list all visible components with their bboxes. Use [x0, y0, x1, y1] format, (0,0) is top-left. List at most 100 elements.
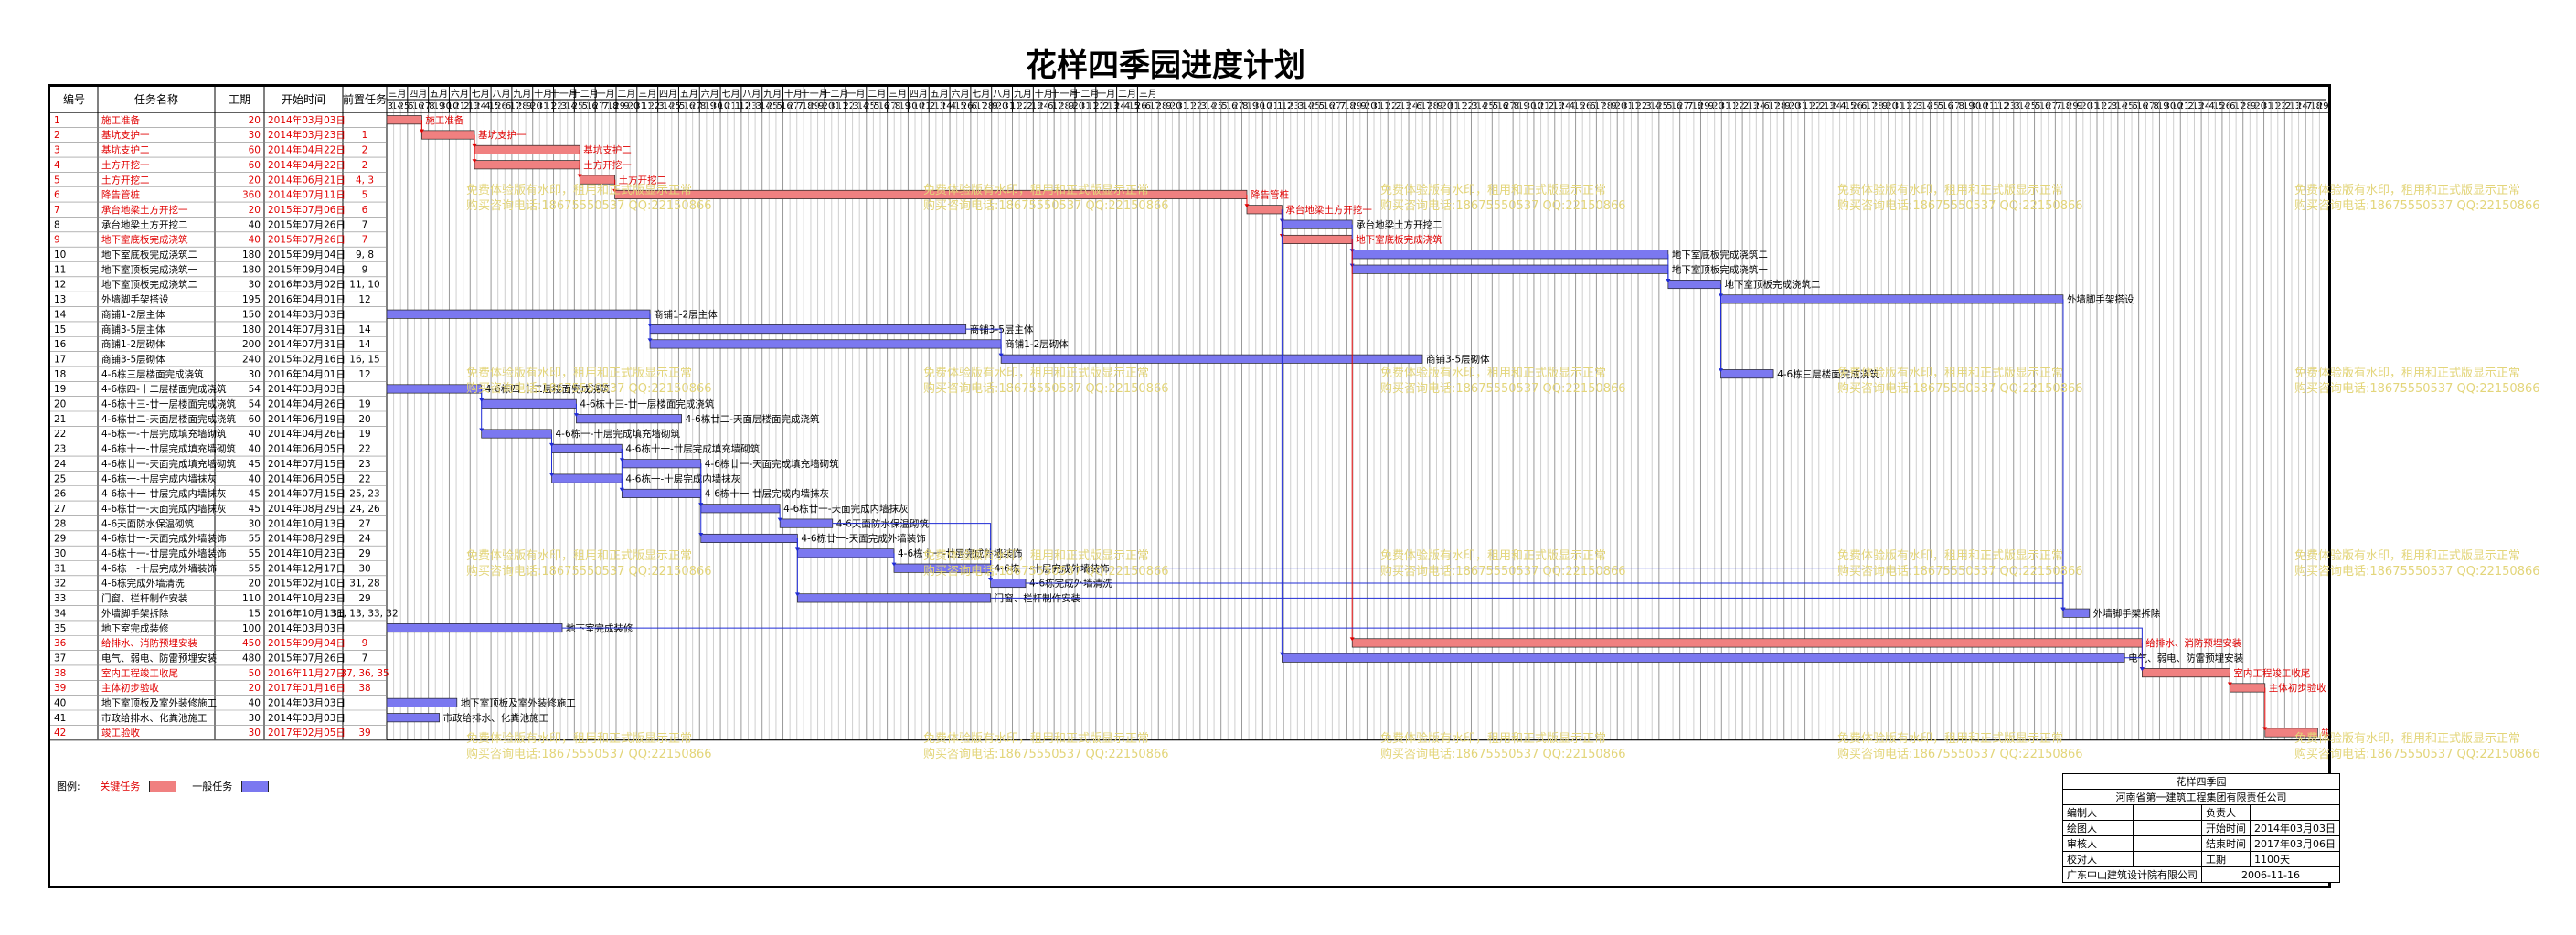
task-duration: 180	[242, 264, 261, 275]
timescale-day: 10	[447, 101, 459, 112]
task-predecessors: 6	[362, 205, 368, 216]
task-bar-label: 4-6栋廿一-天面完成内墙抹灰	[783, 503, 908, 515]
task-id: 40	[54, 698, 66, 709]
legend-label: 图例:	[57, 781, 80, 792]
timescale-day: 2	[1549, 101, 1554, 112]
timescale-day: 28	[1427, 101, 1439, 112]
task-bar-label: 4-6栋十一-廿层完成外墙装饰	[898, 547, 1022, 559]
task-name: 降告管桩	[101, 189, 140, 201]
timescale-day: 31	[1448, 101, 1460, 112]
task-predecessors: 9, 8	[356, 250, 374, 260]
timescale-day: 27	[419, 101, 431, 112]
timescale-day: 30	[711, 101, 723, 112]
timescale-day: 9	[1784, 101, 1790, 112]
timescale-day: 25	[1928, 101, 1940, 112]
task-predecessors: 14	[358, 339, 371, 350]
timescale-day: 16	[781, 101, 793, 112]
timescale-day: 24	[1754, 101, 1766, 112]
timescale-day: 11	[1803, 101, 1815, 112]
timescale-day: 25	[2123, 101, 2134, 112]
task-name: 4-6栋廿一-天面完成填充墙砌筑	[101, 458, 236, 470]
task-bar-label: 基坑支护一	[478, 129, 527, 141]
task-name: 4-6栋三层楼面完成浇筑	[101, 368, 204, 380]
task-name: 4-6栋十一-廿层完成内墙抹灰	[101, 488, 226, 500]
task-bar	[1720, 294, 2064, 304]
timescale-day: 10	[912, 101, 924, 112]
task-predecessors: 12	[358, 294, 370, 305]
dependency-arrow	[777, 517, 782, 522]
task-name: 商铺3-5层砌体	[101, 353, 165, 365]
timescale-day: 9	[623, 101, 629, 112]
timescale-day: 3	[561, 101, 567, 112]
task-start: 2016年10月13日	[268, 607, 346, 619]
task-start: 2014年04月26日	[268, 428, 346, 440]
title-block-footer-company: 广东中山建筑设计院有限公司	[2062, 866, 2202, 883]
task-duration: 40	[249, 219, 261, 230]
task-start: 2014年04月22日	[268, 159, 346, 171]
timescale-day: 13	[1031, 101, 1043, 112]
timescale-day: 2	[930, 101, 935, 112]
task-predecessors: 16, 15	[349, 354, 379, 365]
timescale-day: 20	[1072, 101, 1084, 112]
task-start: 2016年03月02日	[268, 279, 346, 291]
timescale-day: 15	[1128, 101, 1140, 112]
task-name: 商铺3-5层主体	[101, 324, 165, 335]
task-predecessors: 4, 3	[356, 175, 374, 186]
timescale-day: 18	[2310, 101, 2322, 112]
task-duration: 30	[249, 713, 261, 724]
timescale-month: 六月	[701, 89, 719, 100]
task-name: 商铺1-2层砌体	[101, 338, 165, 350]
task-bar-label: 承台地梁土方开挖一	[1285, 204, 1372, 216]
timescale-day: 19	[2157, 101, 2169, 112]
task-bar-label: 地下室顶板完成浇筑二	[1724, 279, 1820, 291]
timescale-day: 22	[1810, 101, 1822, 112]
timescale-day: 14	[1476, 101, 1488, 112]
task-id: 37	[54, 653, 66, 664]
timescale-day: 16	[1496, 101, 1508, 112]
task-id: 30	[54, 548, 66, 559]
timescale-day: 31	[1371, 101, 1383, 112]
dependency-arrow	[419, 129, 424, 133]
dependency-arrow	[891, 562, 897, 567]
timescale-month: 一月	[597, 89, 615, 100]
timescale-day: 4	[484, 101, 490, 112]
task-name: 外墙脚手架搭设	[101, 293, 169, 305]
timescale-month: 九月	[763, 89, 782, 100]
timescale-day: 30	[440, 101, 452, 112]
timescale-day: 21	[2178, 101, 2190, 112]
timescale-day: 9	[1708, 101, 1714, 112]
task-start: 2014年03月03日	[268, 308, 346, 320]
timescale-day: 3	[1472, 101, 1477, 112]
task-id: 2	[54, 130, 60, 141]
task-start: 2015年07月26日	[268, 652, 346, 664]
timescale-day: 9	[818, 101, 824, 112]
task-start: 2014年06月05日	[268, 473, 346, 484]
timescale-month: 十一月	[801, 88, 828, 100]
task-name: 4-6栋十一-廿层完成外墙装饰	[101, 547, 226, 559]
task-start: 2014年04月22日	[268, 144, 346, 156]
timescale-day: 22	[648, 101, 660, 112]
task-duration: 30	[249, 369, 261, 380]
timescale-day: 27	[1677, 101, 1689, 112]
timescale-day: 26	[1135, 101, 1147, 112]
task-start: 2015年07月26日	[268, 234, 346, 246]
timescale-day: 19	[704, 101, 716, 112]
timescale-day: 22	[1462, 101, 1474, 112]
task-name: 地下室底板完成浇筑二	[101, 249, 197, 260]
task-duration: 20	[249, 579, 261, 590]
timescale-day: 13	[933, 101, 945, 112]
task-predecessors: 31, 28	[349, 579, 379, 590]
task-start: 2014年03月23日	[268, 129, 346, 141]
timescale-day: 20	[1886, 101, 1898, 112]
dependency-link	[832, 523, 992, 580]
task-predecessors: 29	[358, 593, 370, 604]
timescale-day: 18	[607, 101, 619, 112]
tb-value: 2014年03月03日	[2250, 820, 2340, 836]
task-predecessors: 7	[362, 653, 368, 664]
timescale-day: 9	[1166, 101, 1171, 112]
task-name: 承台地梁土方开挖一	[101, 204, 188, 216]
timescale-day: 22	[1191, 101, 1203, 112]
column-header-start: 开始时间	[282, 93, 325, 106]
task-predecessors: 9	[362, 264, 368, 275]
